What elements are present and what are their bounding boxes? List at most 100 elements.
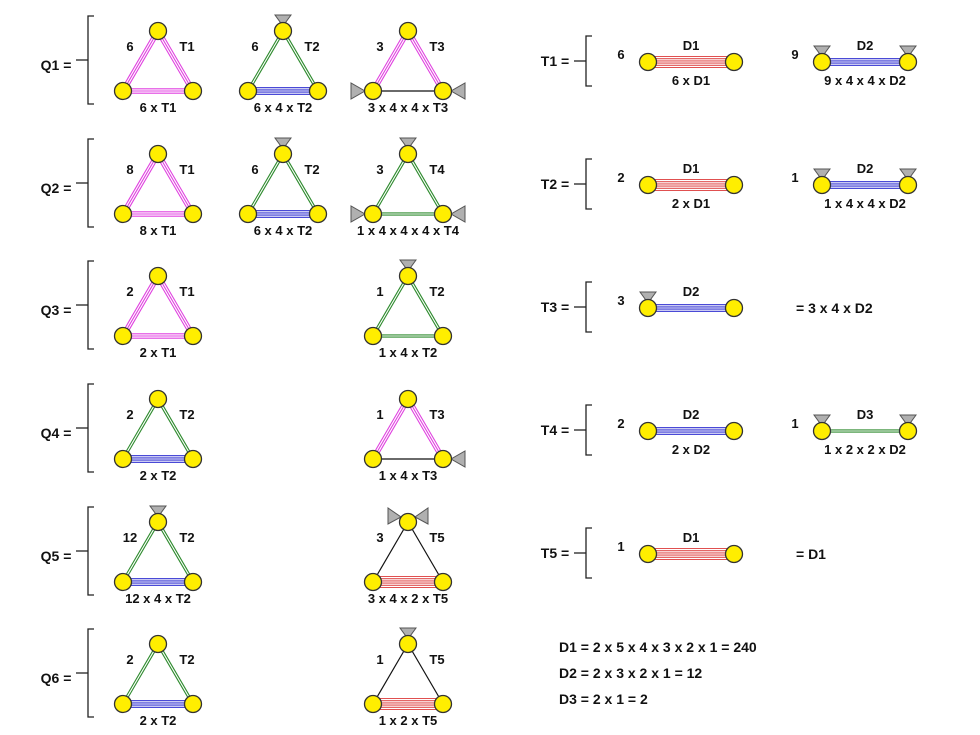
segment-edge xyxy=(822,429,908,433)
external-leg-triangle xyxy=(414,507,429,525)
vertex xyxy=(898,52,918,72)
diagram-caption: 6 x 4 x T2 xyxy=(254,223,313,238)
triangle-left-edge xyxy=(121,398,160,460)
vertex xyxy=(433,449,453,469)
vertex xyxy=(148,512,168,532)
row-label: T3 = xyxy=(541,299,569,315)
vertex xyxy=(113,449,133,469)
t-row: T3 =3D2= 3 x 4 x D2 xyxy=(541,281,873,333)
vertex xyxy=(398,266,418,286)
external-leg-triangle xyxy=(399,627,417,640)
external-leg-triangle xyxy=(813,45,831,58)
triangle-base-edge xyxy=(248,210,318,218)
diagram-tag: T1 xyxy=(179,162,194,177)
triangle-left-edge xyxy=(371,275,410,337)
vertex xyxy=(113,694,133,714)
triangle-left-edge xyxy=(246,30,285,92)
vertex xyxy=(183,449,203,469)
triangle-left-edge xyxy=(120,152,161,216)
row-label: T1 = xyxy=(541,53,569,69)
triangle-base-edge xyxy=(123,333,193,339)
diagram-caption: 6 x 4 x T2 xyxy=(254,100,313,115)
row-label: T4 = xyxy=(541,422,569,438)
coefficient: 1 xyxy=(376,284,383,299)
vertex xyxy=(148,389,168,409)
t-row: T5 =1D1= D1 xyxy=(541,527,826,579)
triangle-right-edge xyxy=(155,152,196,216)
diagram-caption: 1 x 2 x T5 xyxy=(379,713,438,728)
triangle-right-edge xyxy=(155,274,196,338)
diagram-caption: 1 x 2 x 2 x D2 xyxy=(824,442,906,457)
triangle-left-edge xyxy=(246,153,285,215)
vertex xyxy=(183,694,203,714)
triangle-base-edge xyxy=(373,697,443,711)
vertex xyxy=(148,266,168,286)
bracket xyxy=(574,404,592,456)
diagram-caption: 6 x T1 xyxy=(140,100,177,115)
vertex xyxy=(398,21,418,41)
triangle-left-edge xyxy=(120,29,161,93)
diagram-tag: T5 xyxy=(429,530,444,545)
vertex xyxy=(363,572,383,592)
diagram-caption: 1 x 4 x 4 x D2 xyxy=(824,196,906,211)
triangle-right-edge xyxy=(405,29,446,93)
external-leg-triangle xyxy=(274,137,292,150)
vertex xyxy=(398,389,418,409)
coefficient: 1 xyxy=(376,407,383,422)
triangle-base-edge xyxy=(123,578,193,586)
vertex xyxy=(148,144,168,164)
triangle-left-edge xyxy=(120,274,161,338)
diagram-tag: D2 xyxy=(683,407,700,422)
row-label: Q1 = xyxy=(41,57,72,73)
triangle-left-edge xyxy=(370,29,411,93)
diagram-caption: 1 x 4 x 4 x 4 x T4 xyxy=(357,223,460,238)
segment-edge xyxy=(822,58,908,66)
diagram-caption: 2 x T2 xyxy=(140,713,177,728)
external-leg-triangle xyxy=(449,82,466,100)
coefficient: 3 xyxy=(376,162,383,177)
diagram-caption: 3 x 4 x 2 x T5 xyxy=(368,591,448,606)
vertex xyxy=(812,52,832,72)
coefficient: 2 xyxy=(126,284,133,299)
bracket xyxy=(574,281,592,333)
bracket xyxy=(76,15,94,105)
definition-line: D1 = 2 x 5 x 4 x 3 x 2 x 1 = 240 xyxy=(559,639,757,655)
vertex xyxy=(724,421,744,441)
triangle-right-edge xyxy=(156,398,195,460)
bracket xyxy=(574,35,592,87)
definition-line: D2 = 2 x 3 x 2 x 1 = 12 xyxy=(559,665,702,681)
triangle-left-edge xyxy=(121,643,160,705)
triangle-base-edge xyxy=(123,455,193,463)
diagram-tag: D2 xyxy=(857,38,874,53)
vertex xyxy=(183,204,203,224)
vertex xyxy=(724,544,744,564)
triangle-right-edge xyxy=(405,397,446,461)
external-leg-triangle xyxy=(899,414,917,427)
vertex xyxy=(638,544,658,564)
vertex xyxy=(363,204,383,224)
vertex xyxy=(638,52,658,72)
diagram-caption: 1 x 4 x T3 xyxy=(379,468,438,483)
diagram-tag: T5 xyxy=(429,652,444,667)
triangle-left-edge xyxy=(372,521,409,583)
vertex xyxy=(398,634,418,654)
bracket xyxy=(574,158,592,210)
triangle-right-edge xyxy=(407,643,444,705)
triangle-right-edge xyxy=(406,275,445,337)
